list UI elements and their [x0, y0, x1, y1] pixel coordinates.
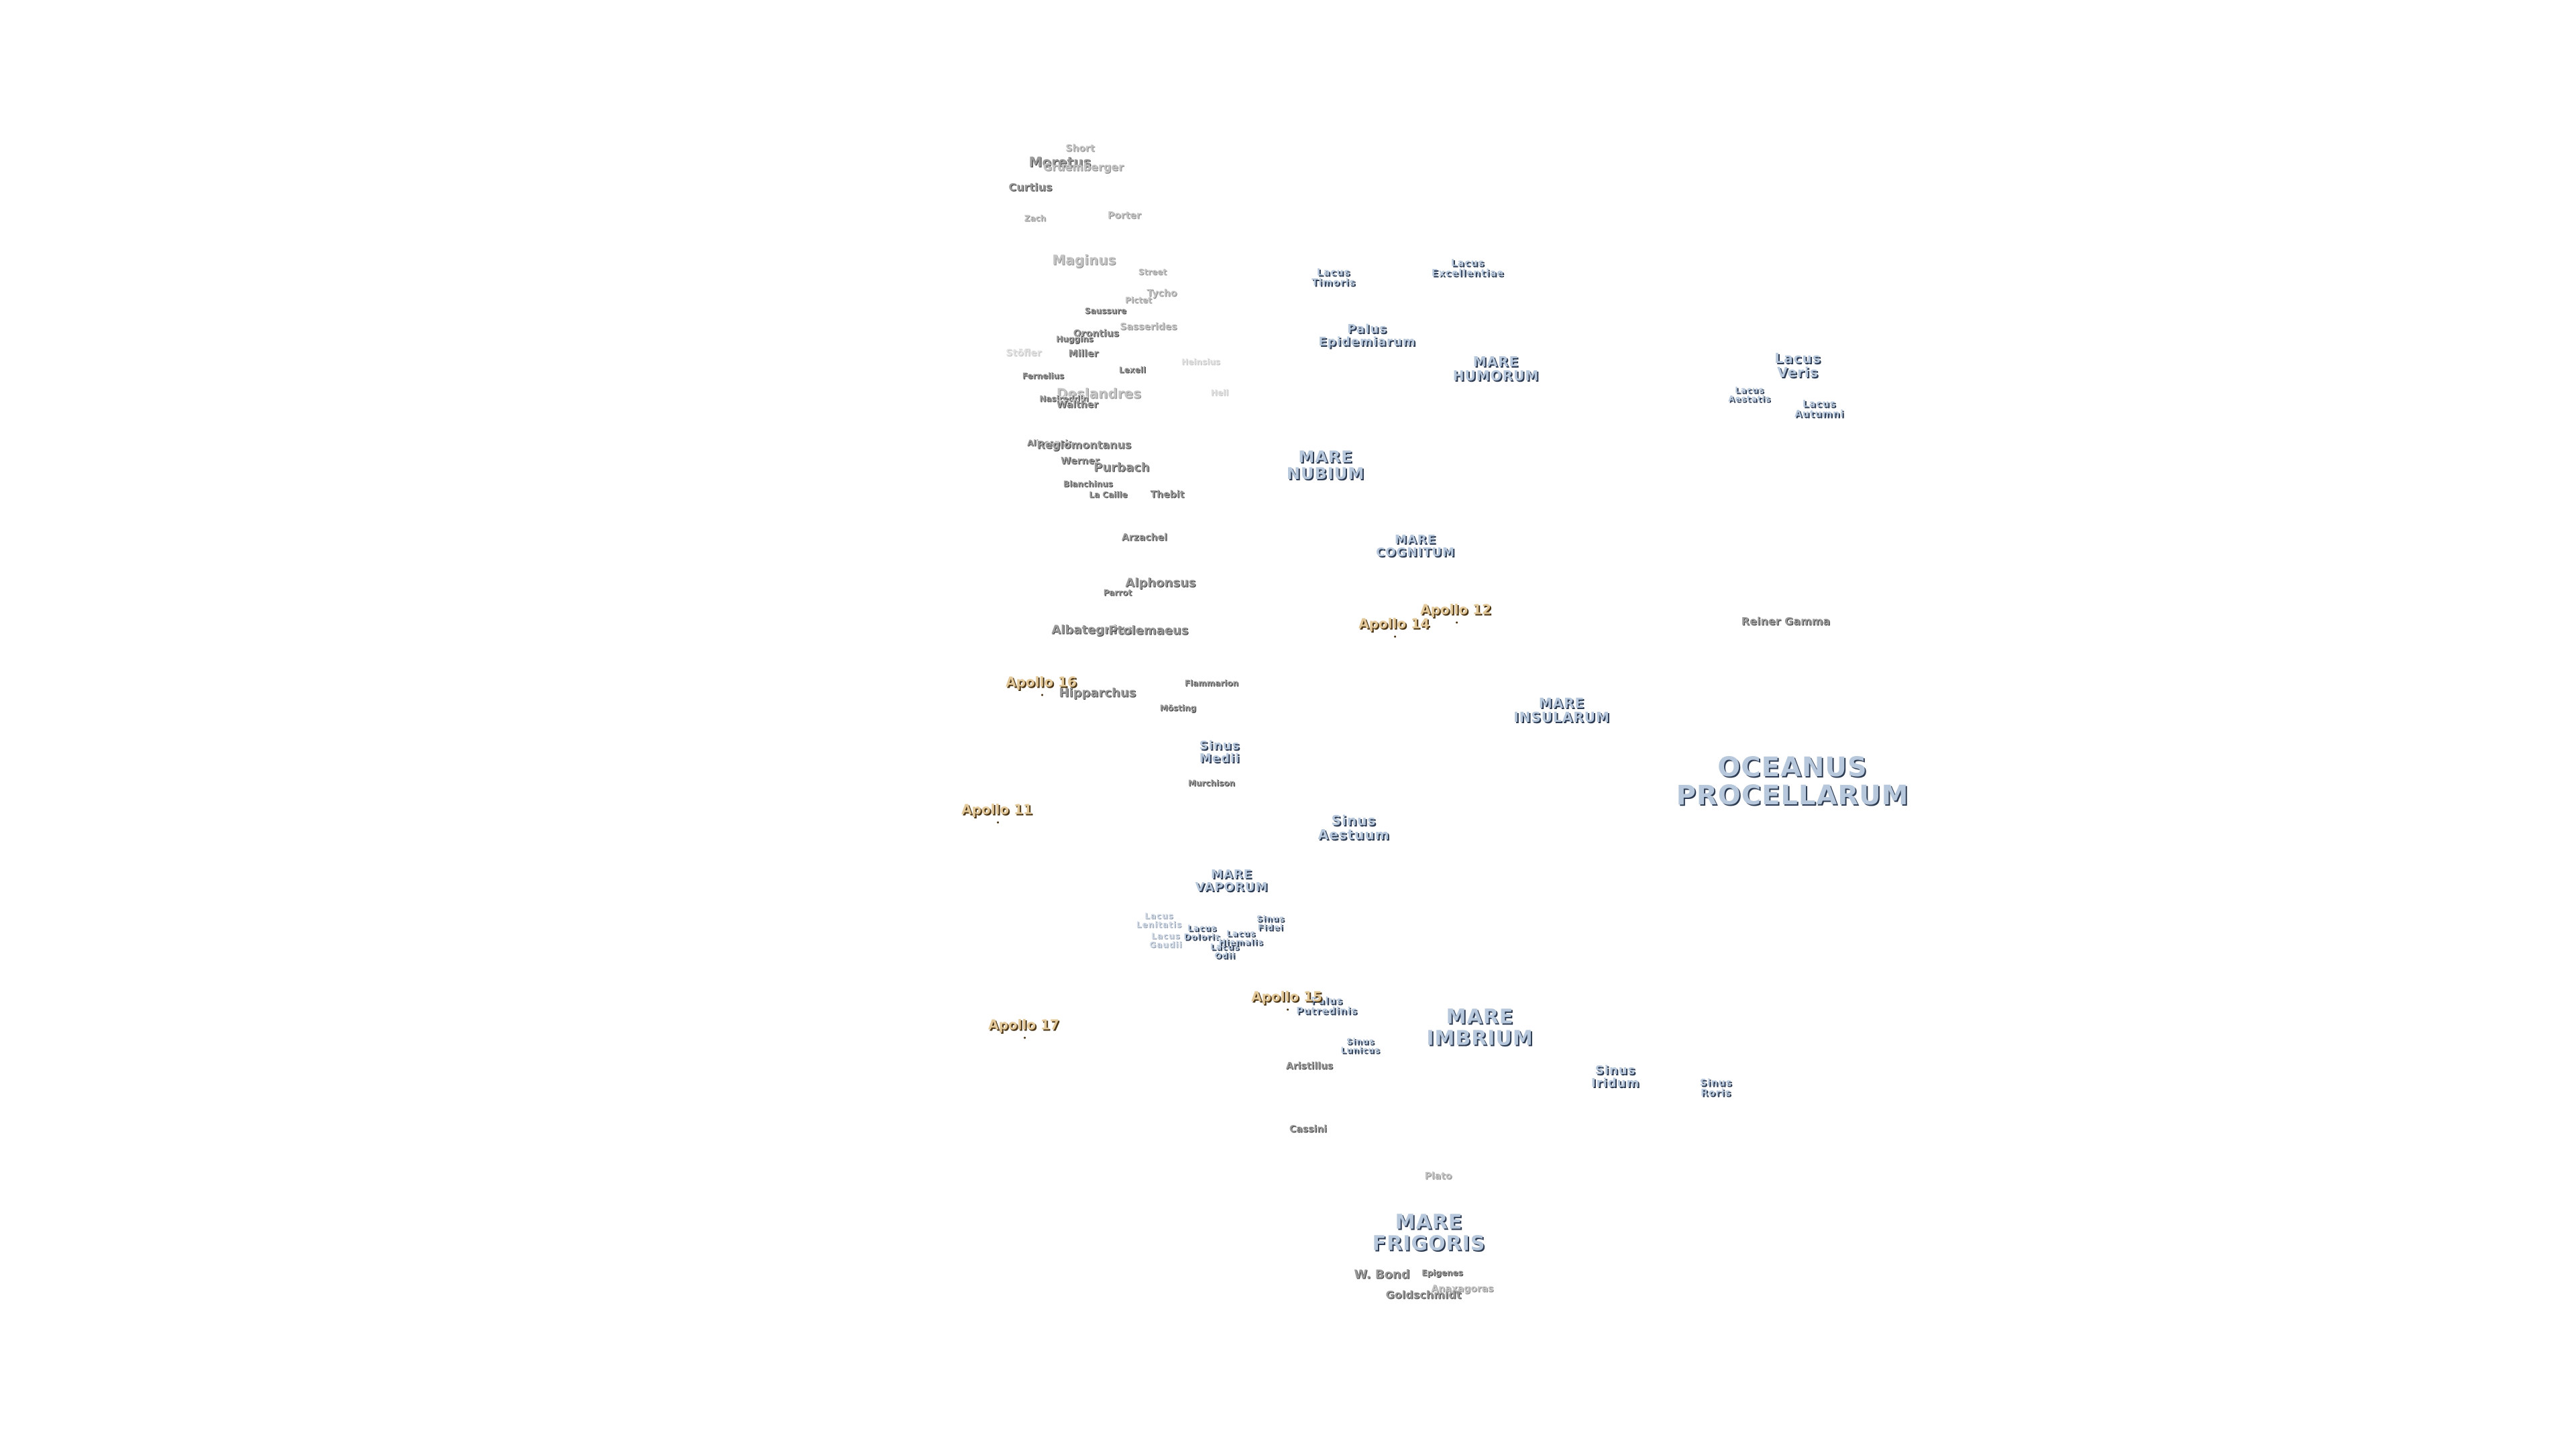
label-orontius[interactable]: Orontius [1073, 328, 1120, 339]
label-apollo-16[interactable]: Apollo 16 [1006, 674, 1077, 696]
label-cassini[interactable]: Cassini [1289, 1124, 1327, 1135]
label-heinsius[interactable]: Heinsius [1181, 357, 1220, 367]
label-lacus-odii[interactable]: Lacus Odii [1210, 942, 1240, 960]
label-pictet[interactable]: Pictet [1125, 295, 1152, 305]
label-mare-nubium[interactable]: MARE NUBIUM [1286, 447, 1365, 483]
label-short[interactable]: Short [1065, 143, 1095, 154]
label-deslandres[interactable]: Deslandres [1056, 385, 1142, 402]
label-gruemberger[interactable]: Gruemberger [1042, 160, 1124, 174]
label-epigenes[interactable]: Epigenes [1421, 1268, 1463, 1278]
label-apollo-12[interactable]: Apollo 12 [1420, 601, 1491, 624]
label-parrot[interactable]: Parrot [1103, 588, 1132, 598]
label-apollo-11[interactable]: Apollo 11 [961, 801, 1032, 824]
label-lacus-gaudii[interactable]: Lacus Gaudii [1149, 931, 1183, 949]
label-stofler[interactable]: Stöfler [1006, 347, 1042, 359]
label-albategnius[interactable]: Albategnius [1051, 623, 1133, 637]
label-lacus-aestatis[interactable]: Lacus Aestatis [1728, 385, 1771, 403]
label-lacus-doloris[interactable]: Lacus Doloris [1183, 923, 1221, 941]
label-mare-frigoris[interactable]: MARE FRIGORIS [1372, 1210, 1486, 1255]
label-thebit[interactable]: Thebit [1150, 489, 1185, 500]
label-maginus[interactable]: Maginus [1052, 252, 1116, 268]
label-sinus-fidei[interactable]: Sinus Fidei [1256, 914, 1285, 932]
label-fernelius[interactable]: Fernelius [1022, 371, 1065, 381]
label-arzachel[interactable]: Arzachel [1122, 532, 1167, 543]
label-reiner-gamma[interactable]: Reiner Gamma [1741, 614, 1831, 628]
label-hipparchus[interactable]: Hipparchus [1059, 686, 1136, 700]
label-plato[interactable]: Plato [1424, 1171, 1452, 1182]
label-blanchinus[interactable]: Blanchinus [1063, 479, 1113, 489]
label-palus-putredinis[interactable]: Palus Putredinis [1296, 996, 1358, 1016]
label-alphonsus[interactable]: Alphonsus [1125, 576, 1196, 590]
label-goldschmidt[interactable]: Goldschmidt [1385, 1288, 1462, 1301]
label-curtius[interactable]: Curtius [1008, 180, 1053, 194]
label-sinus-iridum[interactable]: Sinus Iridum [1591, 1063, 1640, 1090]
label-huggins[interactable]: Huggins [1056, 334, 1093, 344]
label-lacus-hiemalis[interactable]: Lacus Hiemalis [1218, 928, 1264, 947]
label-hell[interactable]: Hell [1210, 388, 1229, 398]
label-ptolemaeus[interactable]: Ptolemaeus [1108, 623, 1189, 638]
label-sinus-aestuum[interactable]: Sinus Aestuum [1318, 812, 1390, 843]
label-anaxagoras[interactable]: Anaxagoras [1431, 1283, 1494, 1295]
label-murchison[interactable]: Murchison [1187, 778, 1236, 788]
label-saussure[interactable]: Saussure [1084, 306, 1127, 316]
label-mare-imbrium[interactable]: MARE IMBRIUM [1426, 1005, 1534, 1050]
label-regiomontanus[interactable]: Regiomontanus [1036, 438, 1132, 451]
label-tycho[interactable]: Tycho [1146, 288, 1177, 299]
label-oceanus-procellarum[interactable]: OCEANUS PROCELLARUM [1676, 752, 1909, 811]
label-sinus-lunicus[interactable]: Sinus Lunicus [1340, 1036, 1381, 1055]
label-sasserides[interactable]: Sasserides [1120, 321, 1177, 333]
label-lacaille[interactable]: La Caille [1089, 490, 1128, 500]
label-mare-vaporum[interactable]: MARE VAPORUM [1195, 867, 1269, 894]
label-lacus-autumni[interactable]: Lacus Autumni [1794, 398, 1844, 419]
label-lacus-lenitatis[interactable]: Lacus Lenitatis [1136, 911, 1183, 929]
label-apollo-17[interactable]: Apollo 17 [988, 1016, 1059, 1039]
label-flammarion[interactable]: Flammarion [1184, 678, 1239, 688]
label-lexell[interactable]: Lexell [1119, 365, 1146, 375]
label-werner[interactable]: Werner [1061, 455, 1099, 467]
label-sinus-roris[interactable]: Sinus Roris [1699, 1077, 1733, 1098]
label-palus-epidemiarum[interactable]: Palus Epidemiarum [1318, 322, 1416, 349]
label-miller[interactable]: Miller [1068, 348, 1099, 360]
label-purbach[interactable]: Purbach [1093, 460, 1150, 475]
label-lacus-timoris[interactable]: Lacus Timoris [1311, 267, 1356, 288]
label-street[interactable]: Street [1138, 267, 1167, 277]
label-moretus[interactable]: Moretus [1028, 154, 1091, 170]
label-sinus-medii[interactable]: Sinus Medii [1199, 739, 1240, 765]
label-apollo-14[interactable]: Apollo 14 [1358, 615, 1430, 638]
label-lacus-veris[interactable]: Lacus Veris [1774, 350, 1821, 380]
label-nasireddin[interactable]: Nasireddin [1039, 394, 1089, 404]
label-mare-humorum[interactable]: MARE HUMORUM [1452, 354, 1540, 384]
label-aliacensis[interactable]: Aliacensis [1027, 438, 1073, 448]
label-apollo-15[interactable]: Apollo 15 [1251, 988, 1322, 1011]
label-mosting[interactable]: Mösting [1159, 703, 1197, 713]
label-mare-cognitum[interactable]: MARE COGNITUM [1376, 533, 1455, 559]
label-lacus-excellentiae[interactable]: Lacus Excellentiae [1432, 258, 1504, 278]
label-porter[interactable]: Porter [1108, 210, 1141, 221]
label-aristillus[interactable]: Aristillus [1285, 1061, 1334, 1072]
label-walther[interactable]: Walther [1056, 399, 1099, 411]
label-mare-insularum[interactable]: MARE INSULARUM [1513, 695, 1610, 725]
label-zach[interactable]: Zach [1024, 213, 1046, 223]
label-wbond[interactable]: W. Bond [1354, 1267, 1410, 1282]
